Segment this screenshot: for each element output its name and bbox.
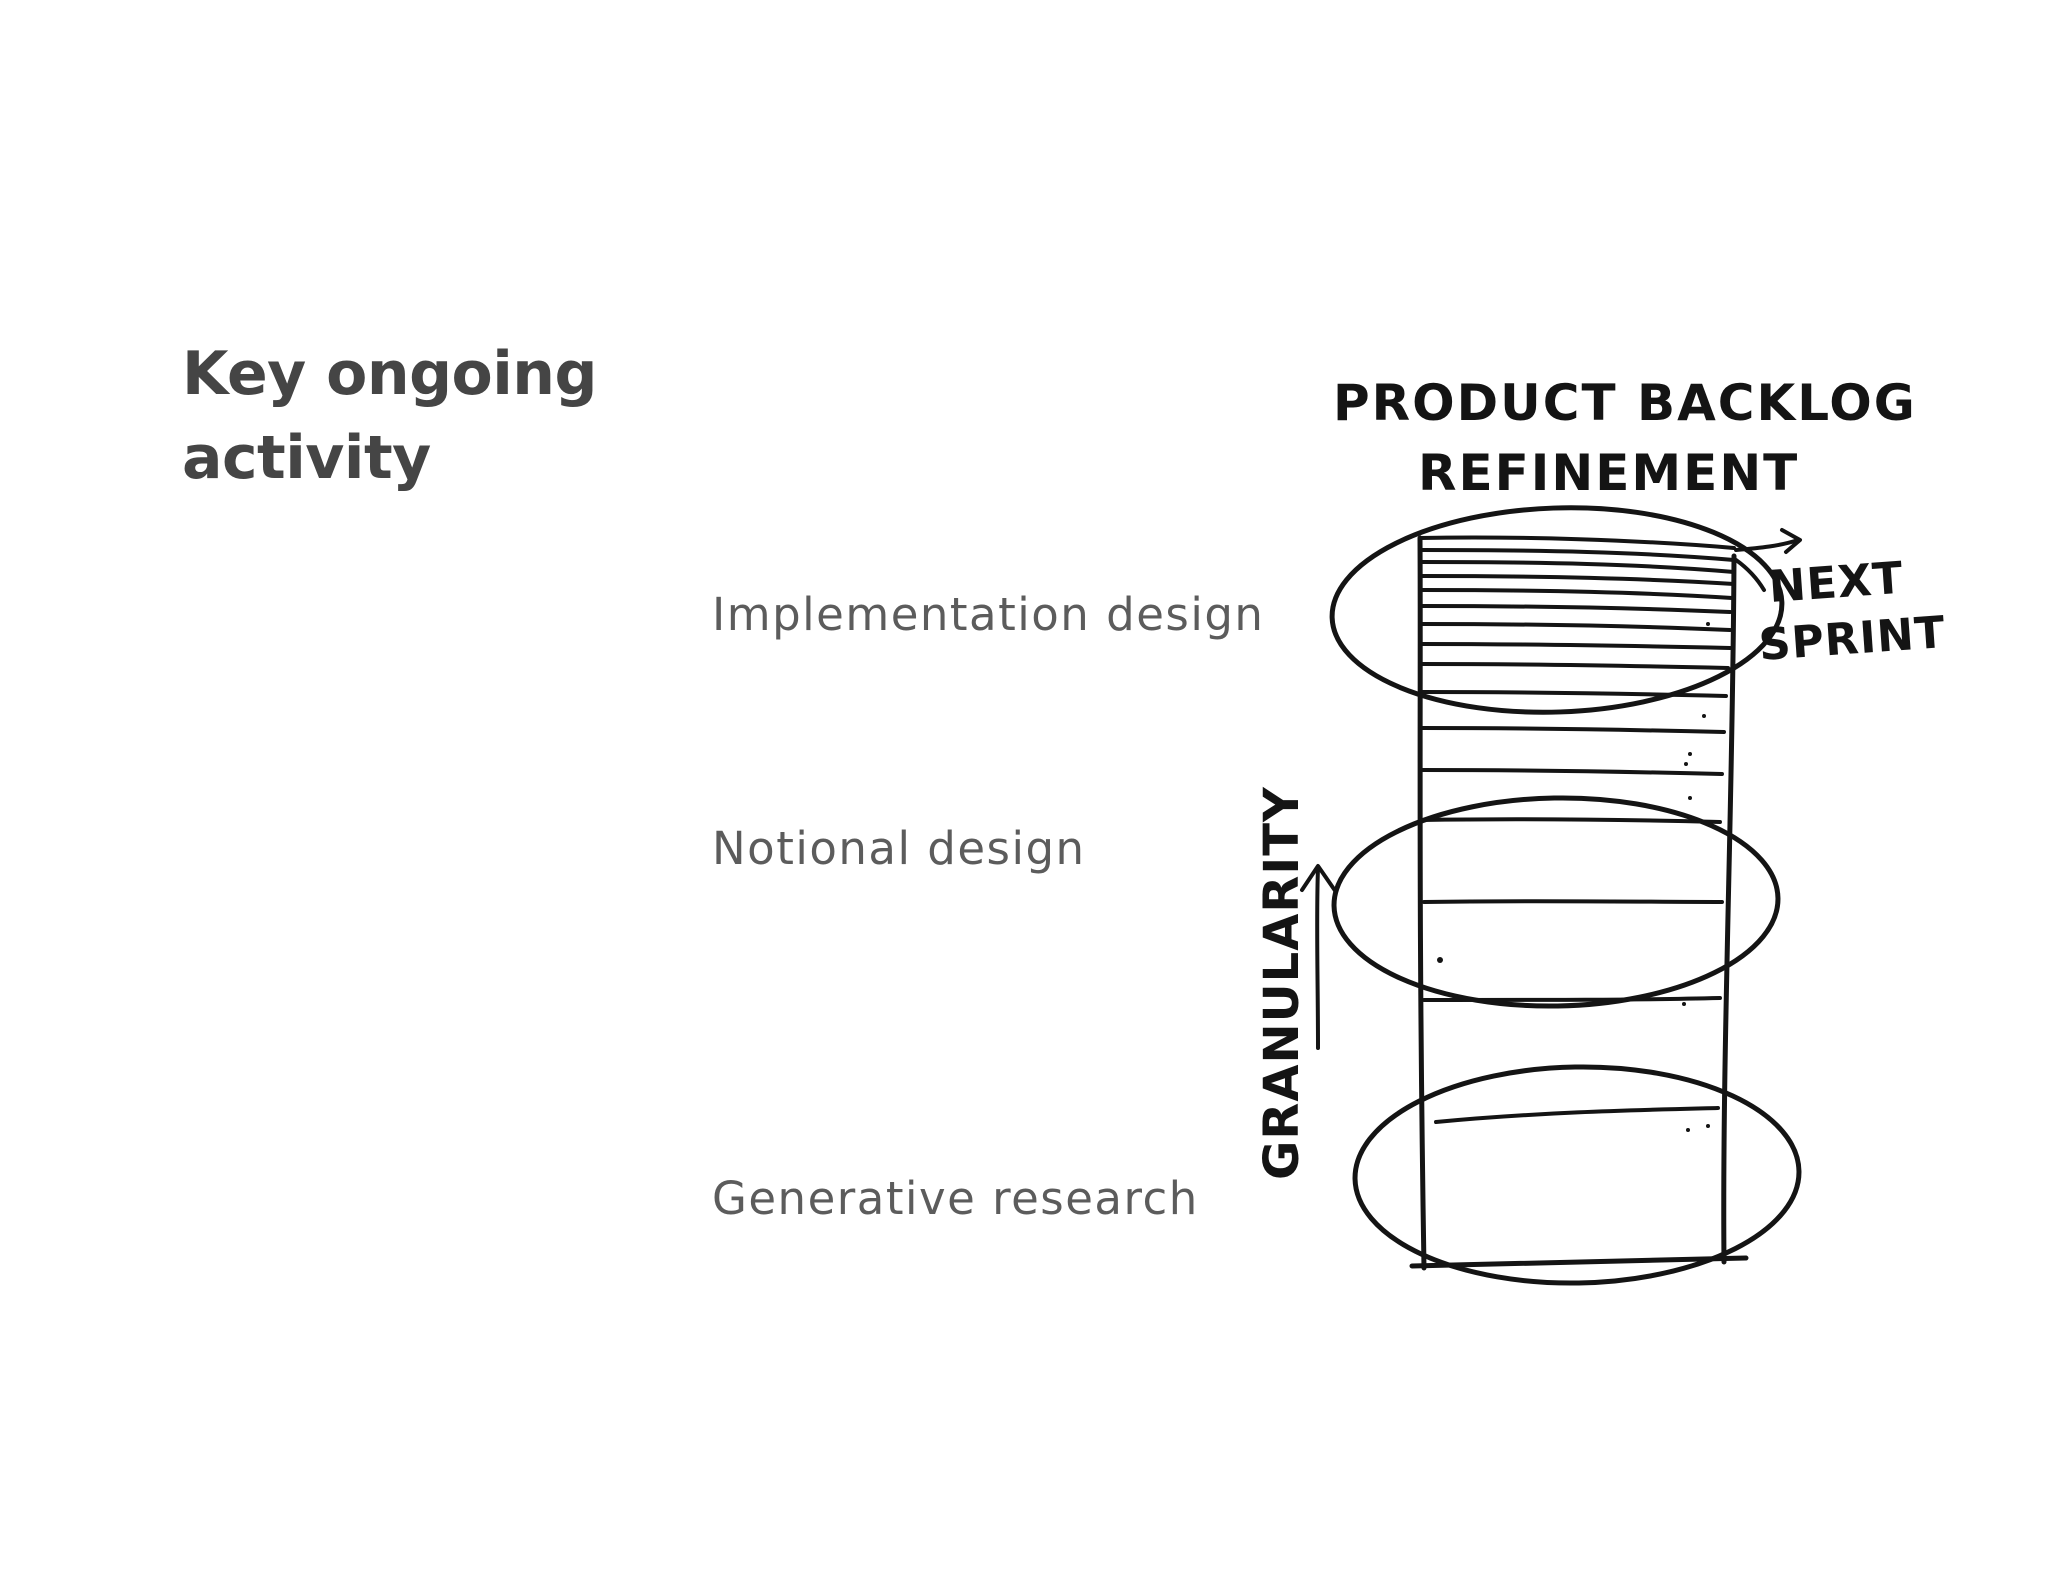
stage-label-notional-design: Notional design (712, 822, 1086, 875)
sketch-heading-line-1: PRODUCT BACKLOG (1333, 374, 1917, 432)
backlog-item (1420, 548, 1736, 562)
ink-speck (1686, 1128, 1690, 1132)
oval-generative-research (1352, 1064, 1802, 1286)
backlog-item (1418, 535, 1736, 550)
backlog-item (1420, 642, 1732, 650)
backlog-item (1420, 560, 1736, 574)
slide-title-line-1: Key ongoing (182, 339, 597, 409)
backlog-item (1420, 622, 1732, 632)
grouping-ovals (1329, 505, 1802, 1286)
next-sprint-arrowhead (1780, 528, 1802, 554)
next-sprint-arrow (1734, 528, 1802, 592)
backlog-column-left-edge (1417, 535, 1427, 1271)
backlog-item (1420, 588, 1734, 600)
backlog-item (1422, 899, 1724, 904)
next-sprint-leader-line (1734, 558, 1766, 592)
ink-speck (1688, 796, 1692, 800)
stage-label-implementation-design: Implementation design (712, 588, 1265, 641)
stage-label-generative-research: Generative research (712, 1172, 1199, 1225)
backlog-item (1420, 768, 1724, 776)
next-sprint-label-line-1: NEXT (1767, 553, 1905, 613)
granularity-axis-arrowhead (1300, 864, 1338, 894)
slide-title: Key ongoing activity (182, 332, 597, 500)
backlog-item-lines (1418, 535, 1736, 1124)
backlog-item (1420, 574, 1736, 586)
granularity-axis-label: GRANULARITY (1254, 786, 1310, 1180)
ink-speck (1688, 752, 1692, 756)
oval-notional-design (1331, 795, 1781, 1009)
slide-title-line-2: activity (182, 423, 431, 493)
backlog-item (1420, 726, 1726, 734)
ink-speck (1702, 714, 1706, 718)
backlog-item (1420, 690, 1728, 698)
backlog-column-right-edge (1721, 553, 1737, 1265)
granularity-axis-arrow (1300, 864, 1338, 1050)
next-sprint-label-line-2: SPRINT (1757, 607, 1947, 671)
ink-speck (1682, 1002, 1686, 1006)
ink-speck (1684, 762, 1688, 766)
backlog-item (1420, 817, 1722, 824)
ink-speck (1706, 622, 1710, 626)
backlog-item (1420, 604, 1732, 614)
backlog-item (1434, 1106, 1720, 1124)
ink-speck (1706, 1124, 1710, 1128)
sketch-heading-line-2: REFINEMENT (1418, 444, 1799, 502)
granularity-axis-shaft (1315, 866, 1320, 1050)
ink-speck (1437, 957, 1443, 963)
oval-implementation-design (1329, 505, 1785, 715)
next-sprint-arrow-shaft (1734, 538, 1800, 552)
ink-specks (1437, 622, 1710, 1132)
backlog-item (1420, 662, 1730, 670)
